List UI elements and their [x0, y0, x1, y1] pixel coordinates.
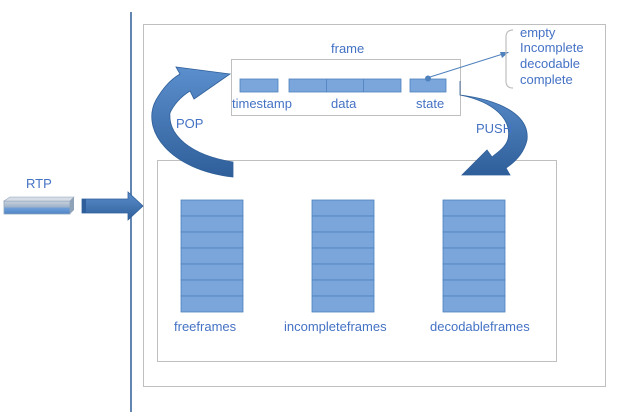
queue-cell — [442, 215, 506, 233]
queue-cell — [180, 247, 244, 265]
state-item-complete: complete — [520, 72, 573, 87]
timestamp-label: timestamp — [232, 96, 292, 111]
pop-label: POP — [176, 116, 204, 131]
decodableframes-stack — [442, 199, 506, 313]
freeframes-stack — [180, 199, 244, 313]
queue-cell — [180, 215, 244, 233]
queues-group — [180, 199, 506, 313]
timestamp-field — [239, 78, 279, 93]
data-label: data — [331, 96, 357, 111]
freeframes-label: freeframes — [174, 319, 237, 334]
state-dot — [425, 75, 431, 82]
state-item-empty: empty — [520, 25, 556, 40]
rtp-label: RTP — [26, 176, 52, 191]
frame-title: frame — [331, 41, 365, 56]
push-label: PUSH — [476, 121, 513, 136]
queue-cell — [442, 231, 506, 249]
state-label: state — [416, 96, 445, 111]
queue-cell — [180, 279, 244, 297]
rtp-packet-side — [70, 197, 74, 214]
state-brace — [505, 29, 514, 89]
queue-cell — [180, 295, 244, 313]
push-arrow — [459, 81, 528, 176]
queue-cell — [311, 199, 375, 217]
queue-cell — [311, 247, 375, 265]
rtp-packet-top — [3, 196, 75, 202]
queue-cell — [180, 231, 244, 249]
rtp-arrow — [81, 191, 144, 221]
incompleteframes-label: incompleteframes — [284, 319, 387, 334]
rtp-packet — [3, 200, 71, 215]
queue-cell — [311, 231, 375, 249]
queue-cell — [442, 199, 506, 217]
state-item-incomplete: Incomplete — [520, 40, 584, 55]
queue-cell — [180, 199, 244, 217]
queue-cell — [442, 263, 506, 281]
queue-cell — [442, 295, 506, 313]
data-field — [288, 78, 402, 93]
rtp-arrow-tail — [82, 199, 86, 213]
queue-cell — [442, 279, 506, 297]
decodableframes-label: decodableframes — [430, 319, 530, 334]
queue-cell — [180, 263, 244, 281]
queue-cell — [311, 215, 375, 233]
state-item-decodable: decodable — [520, 56, 580, 71]
state-pointer — [429, 52, 507, 78]
queue-cell — [311, 279, 375, 297]
state-pointer-head — [500, 52, 509, 58]
pop-arrow — [151, 66, 234, 178]
queue-cell — [442, 247, 506, 265]
queue-cell — [311, 263, 375, 281]
incompleteframes-stack — [311, 199, 375, 313]
queue-cell — [311, 295, 375, 313]
